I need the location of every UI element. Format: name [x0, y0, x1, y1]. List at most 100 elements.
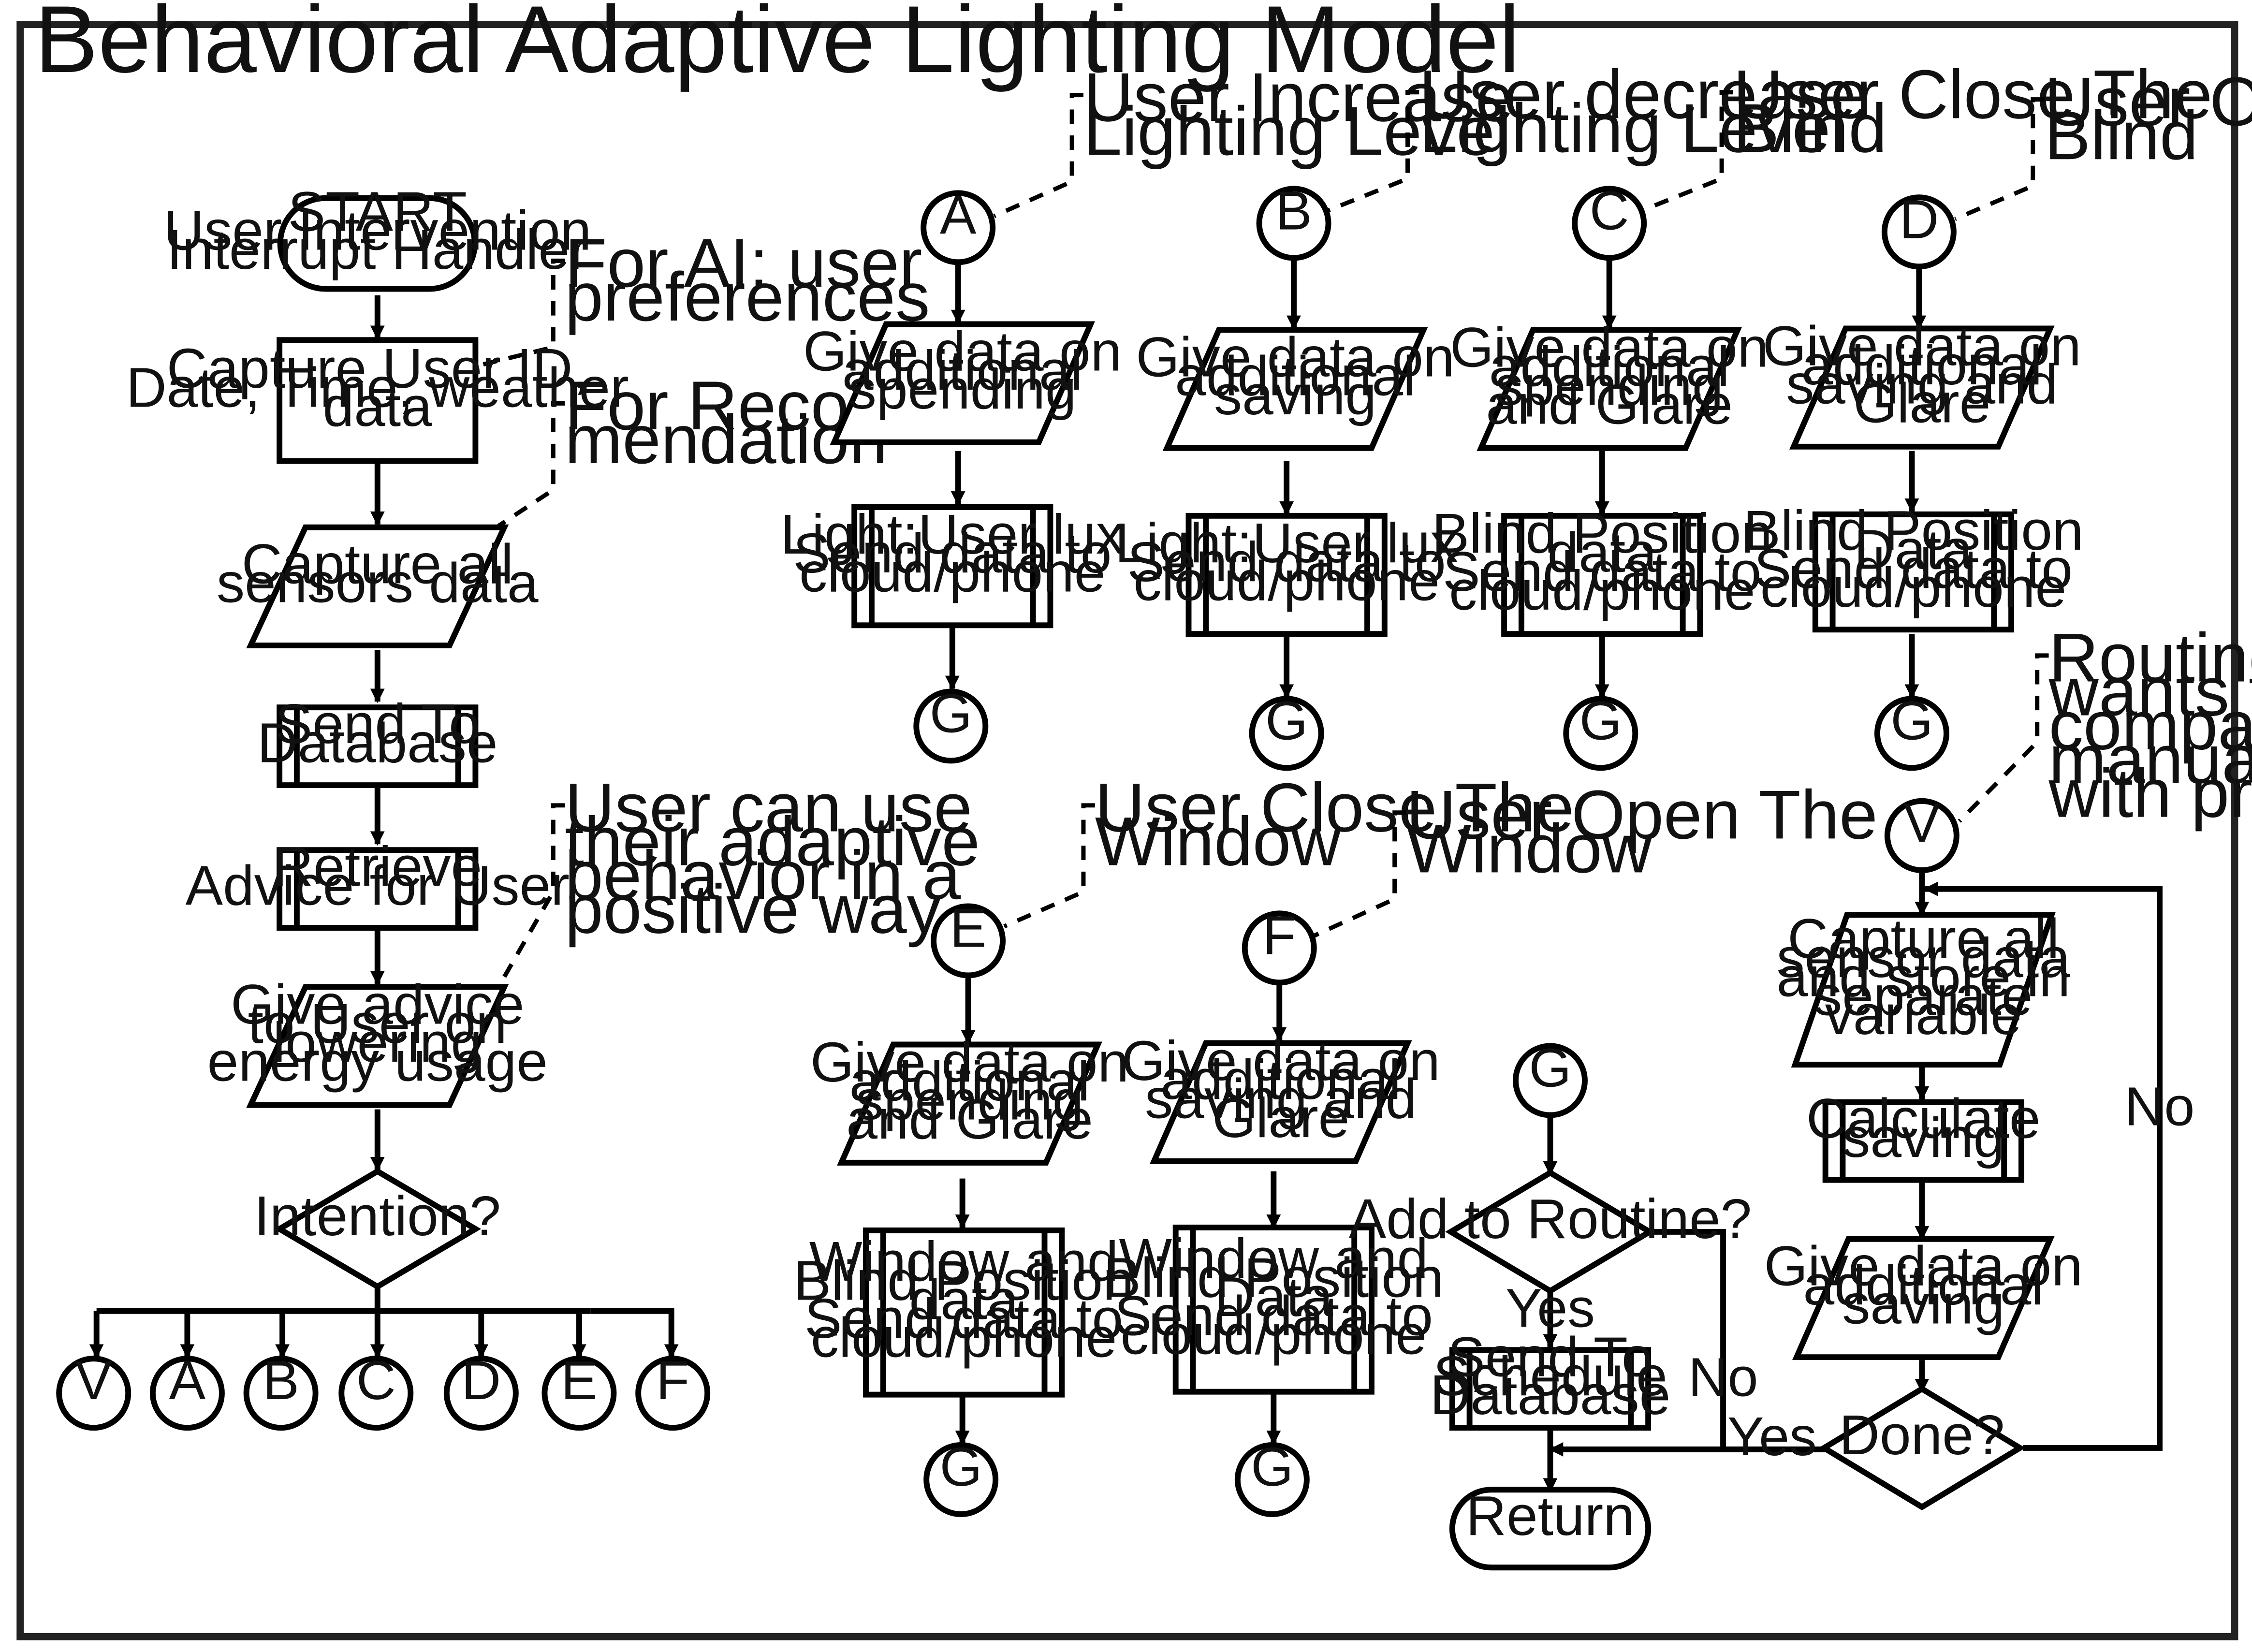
node-a-data-shape	[830, 321, 1095, 445]
conn-g-start-circle	[1513, 1043, 1588, 1118]
label-line: Send To	[275, 692, 480, 755]
note-recom-leader	[497, 401, 565, 528]
note-line: behavior in a	[565, 837, 961, 914]
label-line: Give advice	[231, 973, 524, 1036]
node-label: Light:User luxSend data tocloud/phone	[1115, 512, 1459, 613]
node-label: Give data onadditionalspendingand Glare	[1450, 316, 1769, 436]
node-add-routine: Add to Routine?	[1349, 1169, 1752, 1295]
note-line: User Close The	[1733, 56, 2212, 133]
label-line: cloud/phone	[1121, 1303, 1427, 1366]
label-line: Give data on	[803, 320, 1122, 382]
note-b-leader	[1327, 90, 1419, 213]
node-intention-shape	[274, 1168, 482, 1290]
note-ai: For AI: userpreferences	[476, 225, 930, 368]
conn-a-out-letter: A	[169, 1349, 206, 1411]
label-line: saving and	[1145, 1067, 1417, 1130]
note-f-leader	[1311, 810, 1406, 939]
conn-d-letter: D	[1899, 188, 1939, 249]
node-a-data: Give data onadditionalspending	[803, 320, 1122, 445]
note-line: compare their	[2049, 687, 2252, 764]
conn-f: F	[1242, 904, 1317, 986]
conn-c-circle	[1572, 186, 1647, 261]
note-line: their adaptive	[565, 803, 980, 880]
note-f: User Open TheWindow	[1311, 776, 1878, 939]
node-v-calc: Calculatesaving	[1806, 1087, 2041, 1183]
node-v-capture: Capture allsensor dataand store insepara…	[1777, 907, 2071, 1068]
conn-v-letter: V	[1904, 792, 1941, 853]
label-line: additional	[1160, 1048, 1401, 1111]
conn-g-a-letter: G	[930, 682, 972, 744]
conn-b-out: B	[243, 1349, 319, 1431]
note-line: with previous	[2048, 755, 2252, 832]
note-line: Lighting Level	[1083, 93, 1510, 170]
conn-a-out-circle	[149, 1356, 225, 1431]
conn-f-circle	[1242, 910, 1317, 986]
note-line: positive way	[565, 871, 942, 948]
conn-v-out: V	[56, 1349, 132, 1431]
label-line: Blind Position	[1743, 499, 2083, 562]
edge	[590, 1308, 679, 1359]
conn-g-e-letter: G	[940, 1436, 982, 1497]
node-retrieve-advice: RetrieveAdvice for User	[186, 835, 570, 931]
node-b-proc: Light:User luxSend data tocloud/phone	[1115, 512, 1459, 637]
node-label: Window andBlind PositiondataSend data to…	[794, 1230, 1134, 1369]
note-v: Routine if userwants tocompare theirmanu…	[1958, 620, 2252, 832]
node-label: Capture allsensor dataand store insepara…	[1777, 907, 2071, 1046]
label-line: Add to Routine?	[1349, 1187, 1752, 1250]
node-a-proc-box	[851, 504, 1053, 629]
conn-e-out-circle	[541, 1356, 617, 1431]
node-label: Capture allsensors data	[217, 532, 539, 614]
node-capture-sensors: Capture allsensors data	[217, 524, 539, 649]
node-label: RetrieveAdvice for User	[186, 835, 570, 917]
label-line: Send data to	[1127, 530, 1446, 593]
node-v-capture-shape	[1791, 912, 2056, 1068]
note-v-text: Routine if userwants tocompare theirmanu…	[2048, 620, 2252, 832]
conn-g-start-letter: G	[1529, 1037, 1571, 1098]
conn-b-out-circle	[243, 1356, 319, 1431]
conn-b-out-letter: B	[263, 1349, 299, 1411]
conn-b: B	[1256, 179, 1331, 261]
node-label: Give adviceto User onloweringenergy usag…	[207, 973, 548, 1093]
conn-b-letter: B	[1275, 179, 1312, 241]
label-line: additional	[1175, 345, 1416, 408]
node-label: Capture User ID,Date, Time, weatherdata	[126, 337, 629, 438]
node-f-data-shape	[1149, 1040, 1412, 1164]
node-v-calc-box	[1822, 1099, 2024, 1183]
conn-g-a: G	[913, 682, 989, 764]
label-line: Give data on	[1450, 316, 1769, 379]
label-line: Capture all	[242, 532, 513, 595]
node-label: Give data onadditionalsaving	[1764, 1235, 2083, 1336]
node-send-schedule: Send ToScheduleDatabase	[1430, 1325, 1670, 1431]
label-line: Blind Position	[1432, 502, 1772, 565]
conn-e: E	[931, 897, 1006, 979]
label-line: Intention?	[254, 1184, 501, 1247]
label-line: Interrupt Handler	[167, 218, 588, 281]
label-line: Data	[1214, 1265, 1333, 1328]
label-line: Database	[257, 711, 498, 774]
conn-g-b: G	[1249, 689, 1324, 771]
conn-g-b-letter: G	[1265, 689, 1308, 751]
label-line: cloud/phone	[1449, 559, 1755, 622]
label-line: User Intervention	[163, 199, 591, 262]
note-c-text: User Close TheBlind	[1733, 56, 2212, 167]
conn-e-circle	[931, 903, 1006, 979]
conn-g-e: G	[923, 1436, 999, 1517]
conn-g-b-circle	[1249, 696, 1324, 771]
label-line: and store in	[1777, 945, 2070, 1008]
note-e-text: User Close TheWindow	[1095, 769, 1574, 880]
node-label: Window andBlind PositionDataSend data to…	[1103, 1227, 1444, 1366]
node-label: Send ToDatabase	[257, 692, 498, 774]
conn-g-a-circle	[913, 688, 989, 764]
conn-a-circle	[921, 190, 996, 265]
node-label: Return	[1466, 1484, 1635, 1547]
conn-v-circle	[1884, 798, 1960, 873]
label-line: spending	[1495, 354, 1724, 417]
note-line: Window	[1406, 810, 1652, 887]
node-d-data: Give data onadditionalsaving andGlare	[1763, 315, 2081, 450]
node-b-data: Give data onadditionalsaving	[1136, 325, 1455, 451]
label-line: Give data on	[1122, 1029, 1440, 1092]
node-c-proc-box	[1501, 512, 1703, 637]
node-c-data: Give data onadditionalspendingand Glare	[1450, 316, 1769, 451]
label-line: Light:User lux	[1115, 512, 1459, 574]
